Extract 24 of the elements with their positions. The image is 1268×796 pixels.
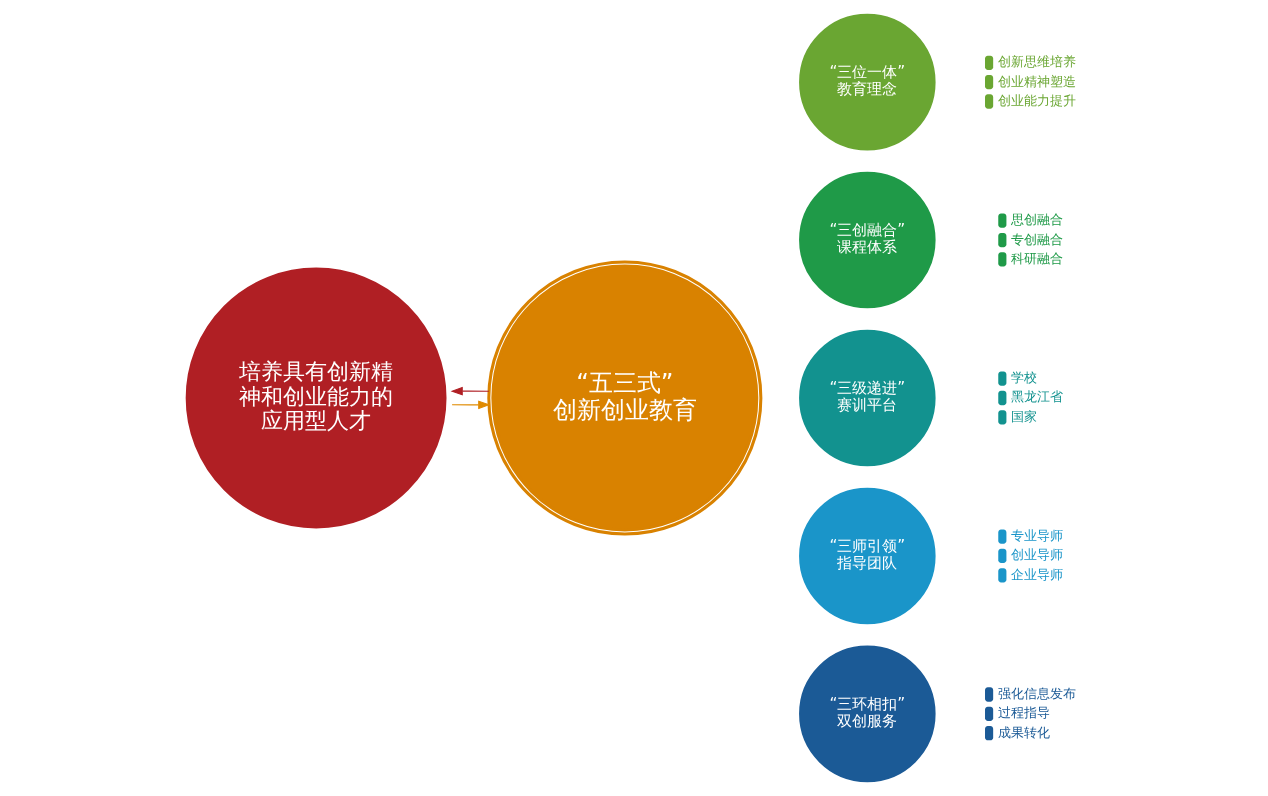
- arrow: [451, 400, 491, 410]
- node-label: 思创融合: [1011, 212, 1064, 228]
- node-label: 国家: [1011, 408, 1038, 424]
- node-label: 创业能力提升: [998, 92, 1077, 108]
- node-circle: “三位一体” 教育理念: [796, 10, 939, 154]
- arrow: [450, 386, 490, 396]
- node-label: 过程指导: [998, 705, 1051, 721]
- node-label: 学校: [1011, 370, 1038, 386]
- node-circle: “三师引领” 指导团队: [796, 484, 939, 628]
- node-label: 创业精神塑造: [998, 73, 1077, 89]
- node-label: 创新思维培养: [998, 54, 1077, 70]
- node-circle: “三环相扣” 双创服务: [796, 642, 939, 786]
- node-label: 企业导师: [1011, 566, 1064, 582]
- node-circle: “三创融合” 课程体系: [796, 168, 939, 312]
- node-circle: “五三式” 创新创业教育: [487, 260, 763, 536]
- node-label: 强化信息发布: [998, 685, 1077, 701]
- node-label: 专创融合: [1011, 231, 1064, 247]
- node-label: 科研融合: [1011, 250, 1064, 266]
- node-circle: 培养具有创新精神和创业能力的应用型人才: [182, 264, 450, 532]
- node-label: 专业导师: [1011, 528, 1064, 544]
- node-label: 成果转化: [998, 724, 1051, 740]
- node-label: 黑龙江省: [1011, 389, 1064, 405]
- node-label: 创业导师: [1011, 547, 1064, 563]
- node-circle: “三级递进” 赛训平台: [796, 326, 939, 470]
